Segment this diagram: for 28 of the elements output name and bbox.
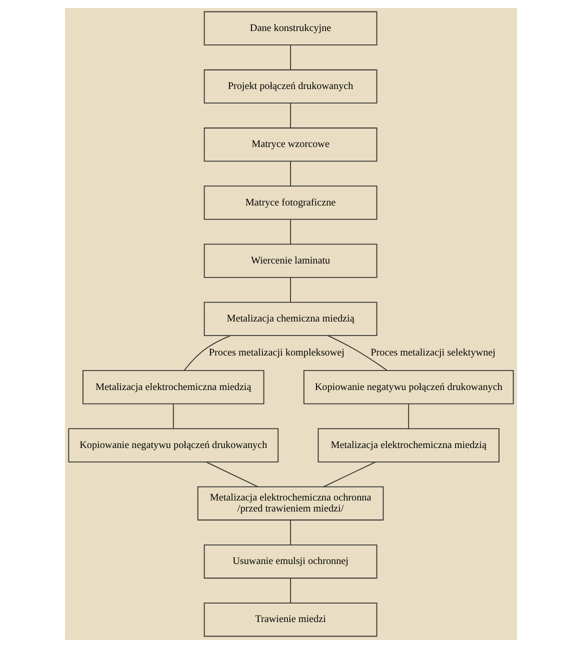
node-box: Trawienie miedzi — [204, 602, 378, 637]
connector — [323, 462, 376, 488]
node-box: Metalizacja elektrochemiczna ochronna /przed trawieniem miedzi/ — [197, 486, 384, 520]
node-box: Metalizacja elektrochemiczna miedzią — [318, 428, 500, 462]
connector — [184, 335, 231, 371]
node-box: Dane konstrukcyjne — [204, 11, 378, 46]
node-box: Kopiowanie negatywu połączeń drukowanych — [303, 370, 514, 404]
connector — [290, 161, 291, 186]
connector — [408, 404, 410, 430]
connector — [327, 335, 388, 371]
connector — [172, 404, 174, 430]
node-box: Matryce wzorcowe — [204, 128, 378, 162]
connector — [206, 462, 258, 488]
connector — [290, 102, 291, 128]
connector — [290, 520, 291, 546]
node-box: Metalizacja chemiczna miedzią — [204, 302, 378, 336]
connector — [290, 44, 291, 70]
edge-label: Proces metalizacji kompleksowej — [208, 348, 344, 359]
node-box: Kopiowanie negatywu połączeń drukowanych — [68, 428, 279, 462]
node-box: Wiercenie laminatu — [204, 244, 378, 278]
node-box: Usuwanie emulsji ochronnej — [204, 544, 378, 579]
connector — [290, 578, 291, 604]
node-box: Metalizacja elektrochemiczna miedzią — [82, 370, 264, 404]
node-box: Matryce fotograficzne — [204, 186, 378, 220]
edge-label: Proces metalizacji selektywnej — [370, 348, 496, 359]
node-box: Projekt połączeń drukowanych — [204, 69, 378, 104]
connector — [290, 219, 291, 245]
connector — [290, 277, 291, 303]
